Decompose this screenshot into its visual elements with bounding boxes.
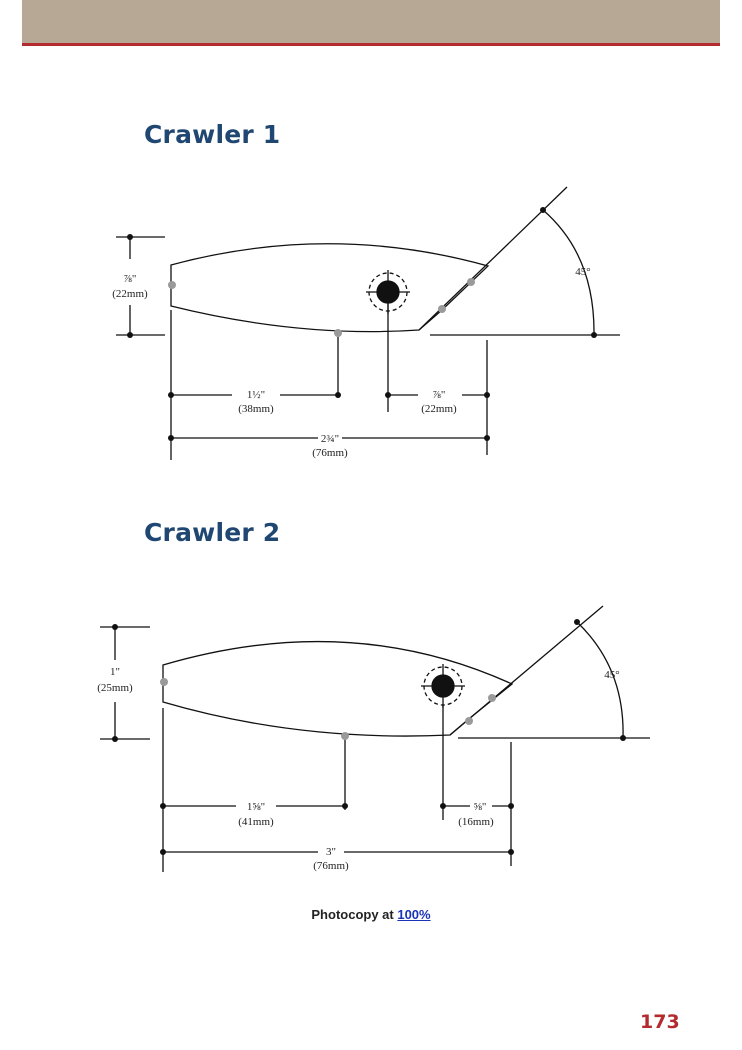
crawler-1-markers bbox=[127, 207, 597, 441]
crawler-1-dim-total-in: 2¾" bbox=[321, 433, 339, 445]
crawler-1-title: Crawler 1 bbox=[144, 120, 281, 149]
crawler-1-angle-arc bbox=[542, 209, 595, 336]
crawler-2-dim-total-in: 3" bbox=[326, 846, 336, 858]
crawler-2-body-outline bbox=[162, 640, 514, 737]
crawler-2-dim-a-in: 1⅝" bbox=[247, 801, 265, 813]
header-band bbox=[22, 0, 720, 46]
crawler-1-height-in: ⅞" bbox=[124, 273, 137, 285]
crawler-2-height-in: 1" bbox=[110, 666, 120, 678]
photocopy-note-text: Photocopy at bbox=[311, 907, 398, 922]
photocopy-note: Photocopy at 100% bbox=[0, 907, 742, 922]
photocopy-scale-link[interactable]: 100% bbox=[397, 907, 431, 922]
crawler-1-dim-b-in: ⅞" bbox=[433, 389, 446, 401]
crawler-2-angle-arc bbox=[576, 621, 624, 739]
crawler-2-dim-a-mm: (41mm) bbox=[238, 816, 274, 828]
crawler-1-labels: ⅞" (22mm) 1½" (38mm) ⅞" (22mm) 2¾" (76mm… bbox=[112, 266, 590, 459]
crawler-2-title: Crawler 2 bbox=[144, 518, 281, 547]
crawler-1-height-mm: (22mm) bbox=[112, 288, 148, 300]
crawler-1-dim-a-in: 1½" bbox=[247, 389, 265, 401]
crawler-2-lip-line bbox=[449, 605, 604, 736]
crawler-2-dim-total-mm: (76mm) bbox=[313, 860, 349, 872]
crawler-2-markers bbox=[112, 619, 626, 855]
crawler-1-dim-total-mm: (76mm) bbox=[312, 447, 348, 459]
crawler-1-dim-a-mm: (38mm) bbox=[238, 403, 274, 415]
crawler-2-angle-label: 45° bbox=[604, 669, 619, 681]
page-number: 173 bbox=[640, 1011, 680, 1033]
crawler-2-eye bbox=[431, 674, 455, 698]
crawler-2-dim-b-in: ⅝" bbox=[474, 801, 487, 813]
crawler-2-dim-b-mm: (16mm) bbox=[458, 816, 494, 828]
crawler-1-angle-label: 45° bbox=[575, 266, 590, 278]
crawler-2-labels: 1" (25mm) 1⅝" (41mm) ⅝" (16mm) 3" (76mm)… bbox=[97, 666, 619, 872]
crawler-1-body-outline bbox=[170, 243, 490, 333]
crawler-1-dim-b-mm: (22mm) bbox=[421, 403, 457, 415]
crawler-2-height-mm: (25mm) bbox=[97, 682, 133, 694]
crawler-1-eye bbox=[376, 280, 400, 304]
crawler-1-diagram bbox=[116, 186, 620, 460]
crawler-2-diagram bbox=[100, 605, 650, 872]
